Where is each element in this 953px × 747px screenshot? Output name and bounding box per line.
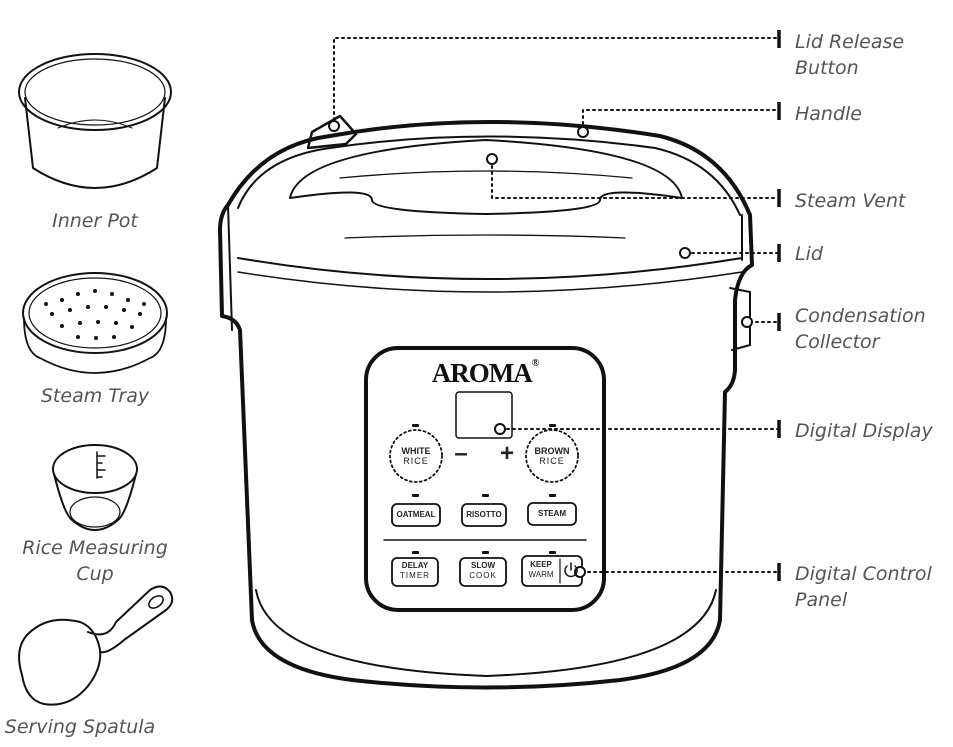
keep-warm-sub: WARM	[528, 570, 554, 579]
inner-pot-label: Inner Pot	[52, 210, 138, 232]
callout-control-panel-line2: Panel	[795, 589, 848, 611]
rice-cooker-illustration	[218, 114, 754, 690]
callout-condensation: Condensation Collector	[795, 303, 926, 355]
callout-lid-release-line1: Lid Release	[795, 31, 905, 53]
spatula-illustration	[18, 585, 174, 706]
callout-handle: Handle	[795, 101, 862, 127]
risotto-button[interactable]: RISOTTO	[466, 510, 502, 519]
spatula-label: Serving Spatula	[4, 716, 156, 738]
steam-button[interactable]: STEAM	[538, 509, 566, 518]
white-rice-label: WHITE	[401, 446, 431, 456]
keep-warm-label: KEEP	[530, 560, 552, 569]
plus-button[interactable]: +	[499, 440, 514, 467]
oatmeal-button[interactable]: OATMEAL	[396, 510, 436, 519]
steam-tray-label: Steam Tray	[40, 385, 150, 407]
minus-button[interactable]: –	[454, 440, 468, 467]
callout-handle-line1: Handle	[795, 103, 863, 125]
callout-lid: Lid	[795, 241, 823, 267]
measuring-cup-label: Rice Measuring Cup	[5, 535, 185, 587]
callout-display: Digital Display	[795, 418, 933, 444]
callout-lid-release: Lid Release Button	[795, 29, 904, 81]
trademark-symbol: ®	[531, 358, 540, 369]
slow-cook-button[interactable]: SLOW COOK	[460, 561, 506, 581]
measuring-cup-illustration	[52, 444, 138, 531]
callout-leaders	[333, 37, 779, 573]
power-icon[interactable]	[562, 560, 580, 580]
callout-steam-vent-line1: Steam Vent	[795, 190, 906, 212]
callout-control-panel-line1: Digital Control	[795, 563, 932, 585]
brand-logo-text: AROMA	[431, 358, 533, 388]
steam-tray-illustration	[22, 272, 168, 374]
callout-control-panel: Digital Control Panel	[795, 561, 932, 613]
white-rice-sub: RICE	[403, 456, 429, 466]
brand-logo: AROMA®	[430, 358, 540, 389]
delay-timer-button[interactable]: DELAY TIMER	[392, 561, 438, 581]
brown-rice-label: BROWN	[534, 446, 570, 456]
inner-pot-illustration	[18, 53, 172, 189]
callout-lid-line1: Lid	[795, 243, 823, 265]
measuring-cup-label-line1: Rice Measuring	[22, 537, 168, 559]
keep-warm-button[interactable]: KEEP WARM	[522, 560, 560, 580]
callout-condensation-line2: Collector	[795, 331, 880, 353]
measuring-cup-label-line2: Cup	[76, 563, 114, 585]
slow-cook-sub: COOK	[469, 571, 497, 580]
delay-timer-label: DELAY	[401, 561, 429, 570]
callout-lid-release-line2: Button	[795, 57, 859, 79]
white-rice-button[interactable]: WHITE RICE	[391, 446, 441, 466]
callout-display-line1: Digital Display	[795, 420, 933, 442]
brown-rice-button[interactable]: BROWN RICE	[527, 446, 577, 466]
callout-condensation-line1: Condensation	[795, 305, 926, 327]
brown-rice-sub: RICE	[539, 456, 565, 466]
slow-cook-label: SLOW	[471, 561, 495, 570]
delay-timer-sub: TIMER	[400, 571, 430, 580]
callout-steam-vent: Steam Vent	[795, 188, 905, 214]
